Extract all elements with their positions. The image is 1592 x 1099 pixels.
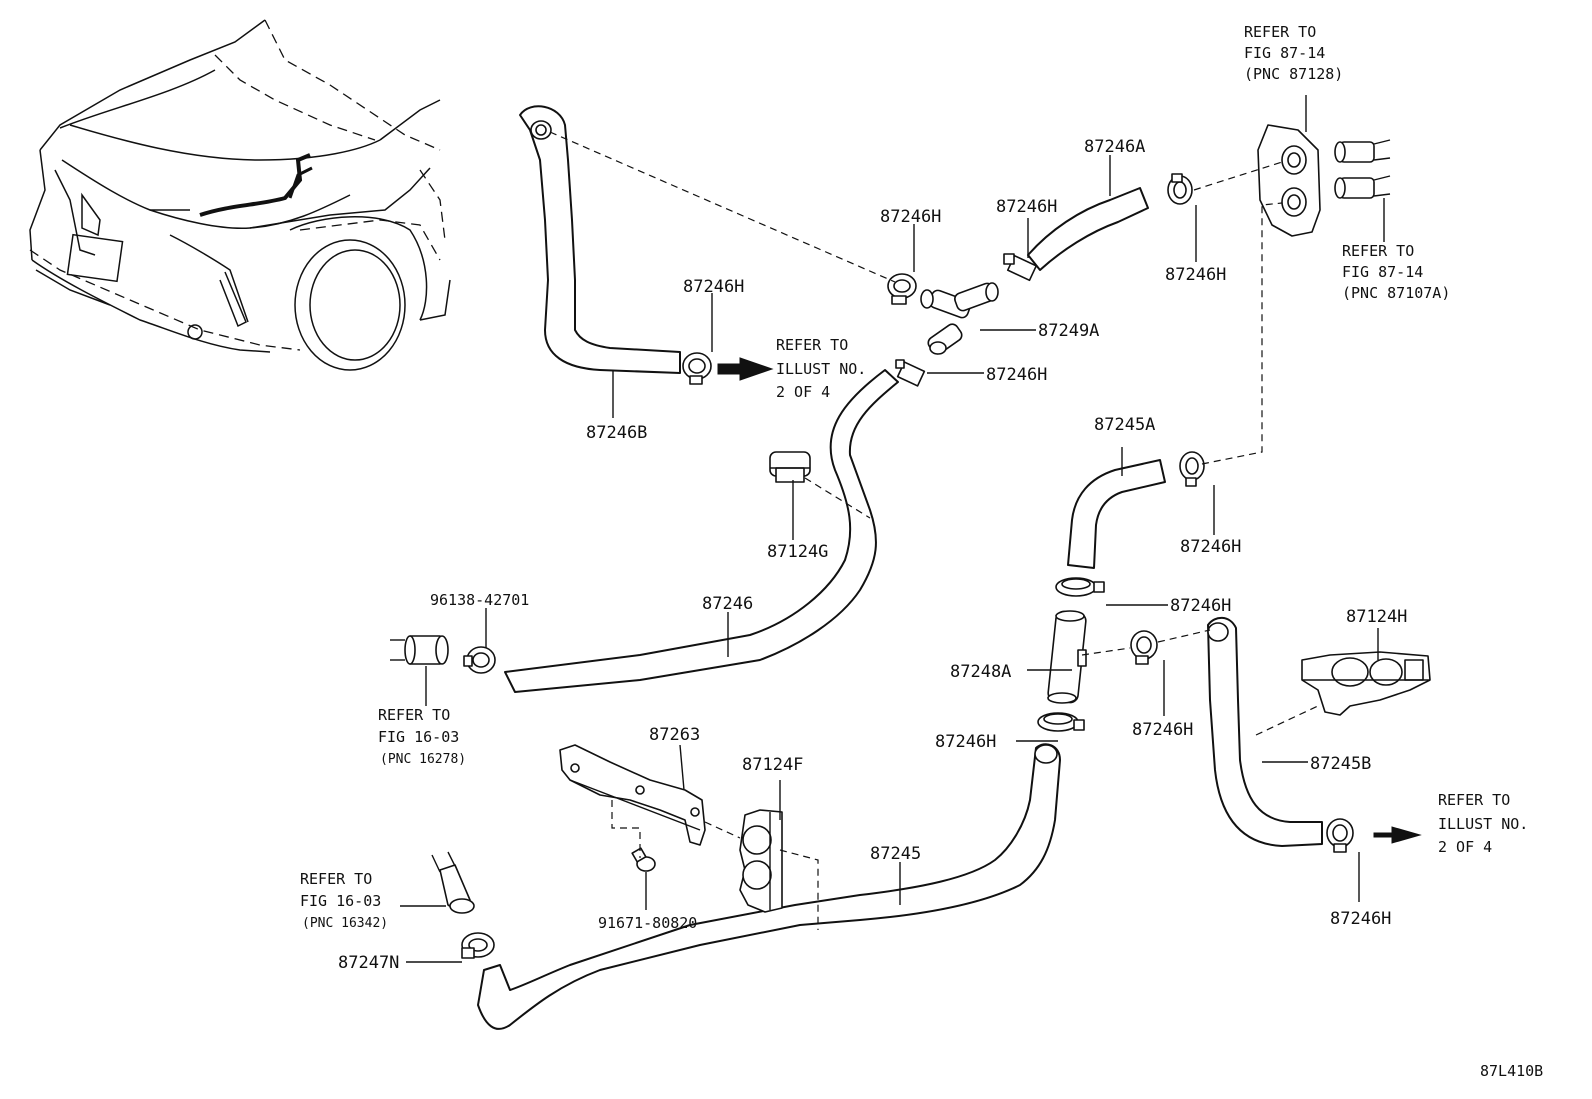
label-87245b: 87245B <box>1310 754 1371 774</box>
label-87246h-2: 87246H <box>996 197 1057 217</box>
clamp-clip-5 <box>895 359 926 387</box>
arrow-icon <box>1373 826 1422 844</box>
ref-line: (PNC 16342) <box>302 916 388 931</box>
label-87249a: 87249A <box>1038 321 1099 341</box>
ref-line: REFER TO <box>378 706 450 724</box>
ref-line: FIG 87-14 <box>1244 44 1325 62</box>
hose-87245b <box>1207 616 1323 847</box>
bolt-91671 <box>631 847 656 872</box>
clip-87247n <box>461 932 495 959</box>
label-87246h-6: 87246H <box>1180 537 1241 557</box>
label-91671-80820: 91671-80820 <box>598 914 697 932</box>
label-87124h: 87124H <box>1346 607 1407 627</box>
hose-87245a <box>1067 459 1166 569</box>
hose-87245 <box>477 743 1061 1030</box>
label-87246h-10: 87246H <box>1330 909 1391 929</box>
ref-line: REFER TO <box>1438 791 1510 809</box>
clip-96138 <box>463 646 496 674</box>
ref-line: 2 OF 4 <box>1438 838 1492 856</box>
label-87246h-3: 87246H <box>1165 265 1226 285</box>
ref-line: REFER TO <box>776 336 848 354</box>
pipe-16342 <box>431 851 475 914</box>
pipes-87107a <box>1334 139 1391 199</box>
ref-illust-bottom: REFER TO ILLUST NO. 2 OF 4 <box>1438 791 1528 856</box>
dashed-connection-lines <box>549 131 1321 930</box>
label-87245: 87245 <box>870 844 921 864</box>
arrow-icon <box>717 357 774 381</box>
clamp-clip-3 <box>1167 173 1193 205</box>
leader-lines <box>400 95 1385 963</box>
ref-line: FIG 87-14 <box>1342 263 1423 281</box>
vehicle-illustration <box>29 19 451 371</box>
label-87246h-1: 87246H <box>880 207 941 227</box>
clamp-clip-2 <box>1003 253 1038 282</box>
diagram-code: 87L410B <box>1480 1062 1543 1080</box>
ref-fig-16278: REFER TO FIG 16-03 (PNC 16278) <box>378 706 466 767</box>
hose-87246 <box>504 369 899 693</box>
ref-line: (PNC 16278) <box>380 752 466 767</box>
ref-line: (PNC 87128) <box>1244 65 1343 83</box>
clamp-clip-8 <box>1130 630 1158 665</box>
label-87246h-5: 87246H <box>986 365 1047 385</box>
ref-line: FIG 16-03 <box>300 892 381 910</box>
label-87124f: 87124F <box>742 755 803 775</box>
clamp-clip-6 <box>1179 451 1205 487</box>
clamp-clip-4 <box>682 352 712 385</box>
clamp-clip-9 <box>1037 712 1085 732</box>
grommet-plate-87128 <box>1257 124 1321 237</box>
clamp-clip-7 <box>1055 577 1105 597</box>
label-87248a: 87248A <box>950 662 1011 682</box>
ref-fig-16342: REFER TO FIG 16-03 (PNC 16342) <box>300 870 388 931</box>
ref-line: FIG 16-03 <box>378 728 459 746</box>
label-87246h-4: 87246H <box>683 277 744 297</box>
pipe-16278 <box>390 635 449 665</box>
label-87246h-7: 87246H <box>1170 596 1231 616</box>
hose-87246a <box>1027 187 1149 271</box>
label-87245a: 87245A <box>1094 415 1155 435</box>
label-87124g: 87124G <box>767 542 828 562</box>
ref-line: REFER TO <box>1244 23 1316 41</box>
label-87246h-9: 87246H <box>935 732 996 752</box>
connector-87124h <box>1301 651 1431 716</box>
ref-fig-87107a: REFER TO FIG 87-14 (PNC 87107A) <box>1342 242 1450 302</box>
clamp-clip-1 <box>887 273 917 305</box>
ref-line: REFER TO <box>1342 242 1414 260</box>
label-87246h-8: 87246H <box>1132 720 1193 740</box>
ref-line: (PNC 87107A) <box>1342 284 1450 302</box>
bracket-87263 <box>559 744 706 846</box>
hose-87246b <box>519 105 681 374</box>
ref-line: ILLUST NO. <box>1438 815 1528 833</box>
clamp-87124f <box>739 809 783 913</box>
ref-line: 2 OF 4 <box>776 383 830 401</box>
joint-87248a <box>1047 610 1087 704</box>
label-87246b: 87246B <box>586 423 647 443</box>
label-87246: 87246 <box>702 594 753 614</box>
ref-line: ILLUST NO. <box>776 360 866 378</box>
ref-fig-87128: REFER TO FIG 87-14 (PNC 87128) <box>1244 23 1343 83</box>
label-87246a: 87246A <box>1084 137 1145 157</box>
ref-line: REFER TO <box>300 870 372 888</box>
clamp-clip-10 <box>1326 818 1354 853</box>
joint-87249a <box>920 282 999 355</box>
clamp-87124g <box>769 451 811 483</box>
label-87247n: 87247N <box>338 953 399 973</box>
ref-illust-top: REFER TO ILLUST NO. 2 OF 4 <box>776 336 866 401</box>
label-87263: 87263 <box>649 725 700 745</box>
label-96138-42701: 96138-42701 <box>430 591 529 609</box>
